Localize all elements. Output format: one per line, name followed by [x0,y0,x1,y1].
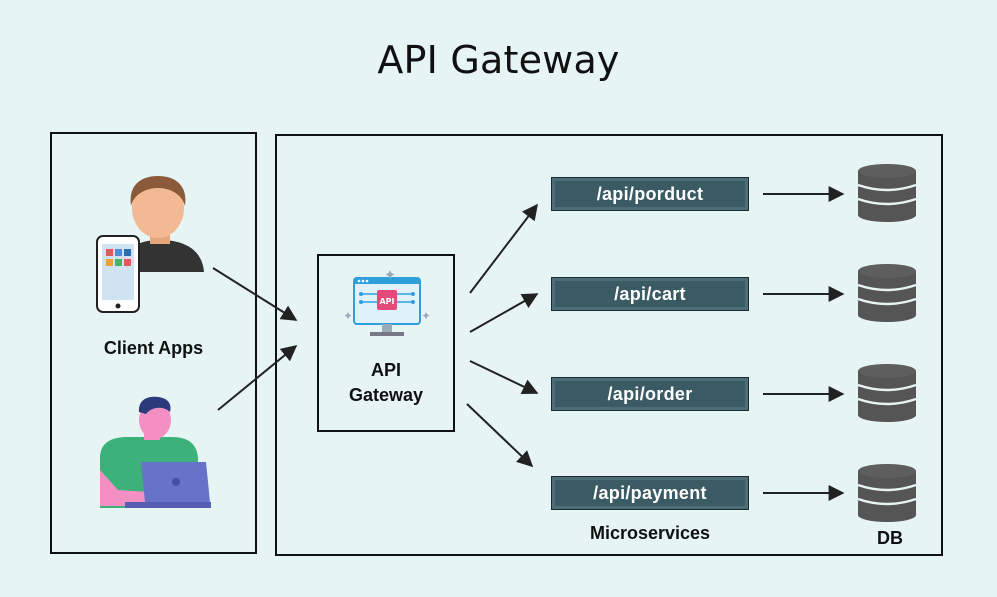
mobile-user-icon [96,176,204,313]
laptop-user-icon [100,396,211,508]
database-icon-product [857,164,917,222]
api-gateway-label-line1: API [370,360,401,380]
backend-system-box [275,134,943,556]
db-label: DB [877,528,903,548]
gateway-to-order-arrow [469,360,539,395]
microservices-label: Microservices [589,523,711,543]
diagram-title: API Gateway [377,38,620,82]
client-apps-label: Client Apps [103,338,204,358]
service-payment: /api/payment [551,476,749,510]
client-apps-box [50,132,257,554]
gateway-to-cart-arrow [469,293,539,333]
api-chip-text: API [379,297,394,306]
gateway-to-payment-arrow [466,403,534,468]
api-gateway-label: API Gateway [317,358,455,408]
database-icon-order [857,364,917,422]
database-icon-cart [857,264,917,322]
api-gateway-label-line2: Gateway [348,385,424,405]
service-cart: /api/cart [551,277,749,311]
api-gateway-icon: API [344,270,430,336]
api-gateway-box [317,254,455,432]
client-laptop-to-gateway-arrow [217,344,298,411]
service-product: /api/porduct [551,177,749,211]
service-order: /api/order [551,377,749,411]
gateway-to-product-arrow [469,203,538,294]
client-mobile-to-gateway-arrow [212,267,298,321]
database-icon-payment [857,464,917,522]
